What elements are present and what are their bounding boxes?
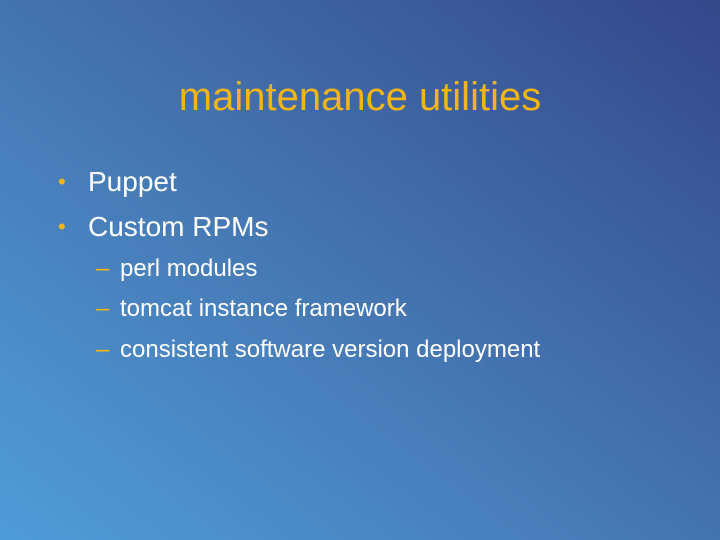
dash-mark: – (96, 255, 110, 282)
bullet-text: Puppet (88, 166, 177, 197)
bullet-item-custom-rpms: • Custom RPMs (58, 207, 268, 247)
dash-mark: – (96, 295, 110, 322)
slide-title: maintenance utilities (178, 75, 542, 119)
sub-bullet-perl-modules: –perl modules (96, 252, 257, 286)
bullet-mark: • (58, 169, 66, 194)
sub-bullet-text: perl modules (120, 255, 258, 282)
sub-bullet-version-deployment: –consistent software version deployment (96, 333, 540, 367)
sub-bullet-text: consistent software version deployment (120, 336, 541, 363)
bullet-item-puppet: • Puppet (58, 162, 177, 202)
sub-bullet-tomcat-framework: –tomcat instance framework (96, 292, 407, 326)
bullet-mark: • (58, 214, 66, 239)
dash-mark: – (96, 336, 110, 363)
sub-bullet-text: tomcat instance framework (120, 295, 407, 322)
bullet-text: Custom RPMs (88, 211, 269, 242)
